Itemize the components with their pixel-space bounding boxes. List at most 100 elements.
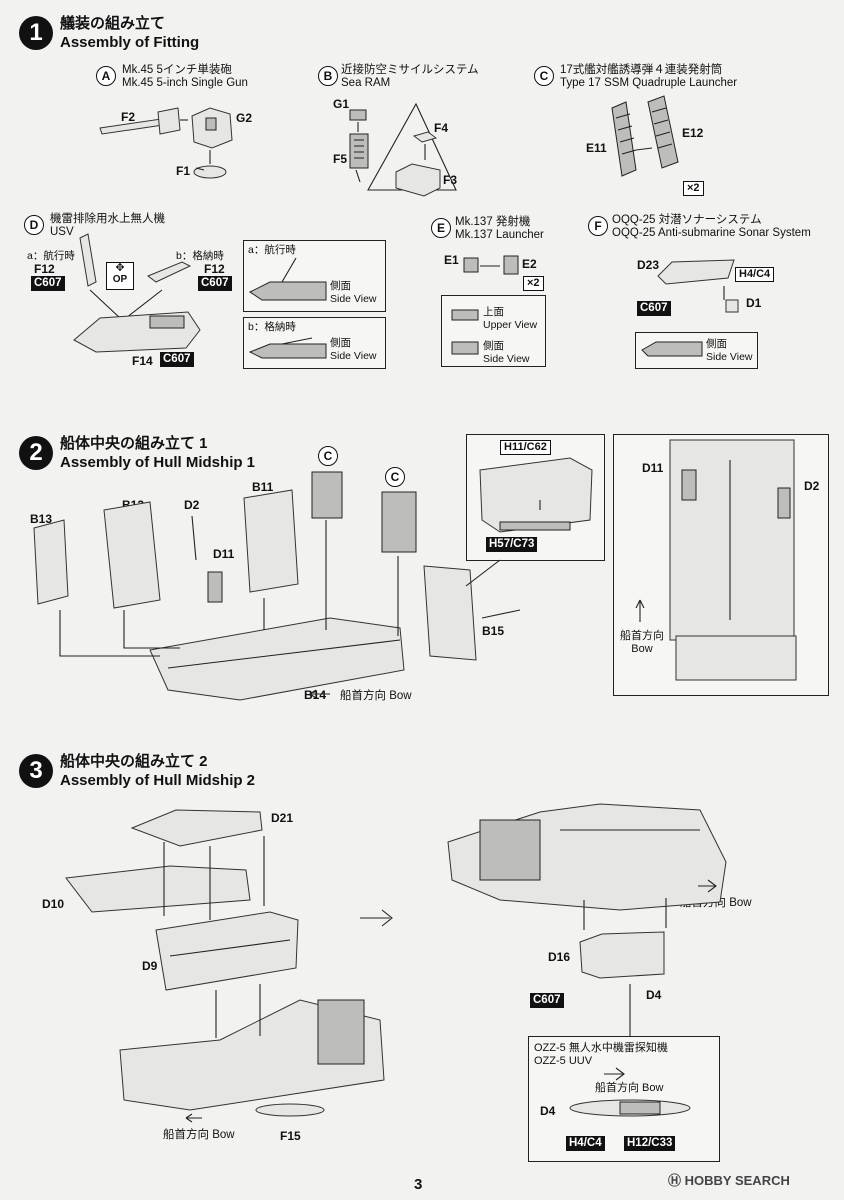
mk137-side-view: 側面 Side View bbox=[483, 340, 530, 366]
usv-view-b-side: 側面 Side View bbox=[330, 337, 377, 363]
usv-b-label: b：格納時 bbox=[176, 250, 224, 262]
paint-tag-h4-c4: H4/C4 bbox=[735, 267, 775, 282]
op-label: OP bbox=[112, 274, 128, 285]
uuv-label-jp: OZZ-5 無人水中機雷探知機 bbox=[534, 1042, 668, 1054]
usv-drawing-icon bbox=[73, 233, 327, 359]
qty-badge-e: ×2 bbox=[523, 276, 544, 291]
uuv-box bbox=[528, 1036, 720, 1162]
paint-tag-h11-c62: H11/C62 bbox=[500, 440, 551, 455]
detail-bow-en: Bow bbox=[631, 643, 653, 655]
part-e1: E1 bbox=[444, 253, 459, 267]
ssm-label-jp: 17式艦対艦誘導弾４連装発射筒 bbox=[560, 64, 723, 76]
mk137-label: Mk.137 発射機 Mk.137 Launcher bbox=[455, 216, 544, 242]
callout-f-icon: F bbox=[588, 216, 608, 236]
part-f14: F14 bbox=[132, 354, 153, 368]
paint-tag-c607-a: C607 bbox=[31, 276, 65, 291]
side-jp: 側面 bbox=[330, 337, 351, 349]
side-en: Side View bbox=[330, 293, 377, 305]
hobbysearch-watermark: Ⓗ HOBBY SEARCH bbox=[668, 1170, 790, 1189]
bow-direction-left: 船首方向 Bow bbox=[163, 1129, 235, 1141]
side-en: Side View bbox=[483, 353, 530, 365]
usv-label-en: USV bbox=[50, 226, 74, 238]
searam-drawing-icon bbox=[349, 102, 457, 197]
callout-e-icon: E bbox=[431, 218, 451, 238]
ssm-drawing-icon bbox=[611, 95, 679, 177]
part-d1: D1 bbox=[746, 296, 762, 310]
part-f12-a: F12 bbox=[34, 262, 55, 276]
step-3-title-en: Assembly of Hull Midship 2 bbox=[60, 772, 256, 789]
mk137-drawing-icon bbox=[451, 255, 519, 355]
direction-arrows-icon: ✥ bbox=[115, 262, 125, 274]
part-e12: E12 bbox=[682, 126, 704, 140]
side-jp: 側面 bbox=[706, 338, 727, 350]
part-d11: D11 bbox=[213, 547, 235, 561]
usv-view-a-side: 側面 Side View bbox=[330, 280, 377, 306]
sonar-label-en: OQQ-25 Anti-submarine Sonar System bbox=[612, 227, 811, 239]
searam-label-jp: 近接防空ミサイルシステム bbox=[341, 64, 479, 76]
part-d21: D21 bbox=[271, 811, 294, 825]
part-b13: B13 bbox=[30, 512, 53, 526]
paint-tag-h12-c33: H12/C33 bbox=[624, 1136, 676, 1151]
step-3-title: 船体中央の組み立て 2 Assembly of Hull Midship 2 bbox=[60, 752, 255, 790]
paint-tag-h57-c73: H57/C73 bbox=[486, 537, 538, 552]
part-d10: D10 bbox=[42, 897, 65, 911]
mk137-view-box bbox=[441, 295, 546, 367]
upper-jp: 上面 bbox=[483, 306, 504, 318]
usv-view-b-title: b：格納時 bbox=[248, 321, 296, 333]
mk137-label-en: Mk.137 Launcher bbox=[455, 229, 544, 241]
watermark-logo-icon: Ⓗ bbox=[668, 1173, 682, 1188]
upper-en: Upper View bbox=[483, 319, 538, 331]
paint-tag-c607-sonar: C607 bbox=[637, 301, 671, 316]
detail-part-d11: D11 bbox=[642, 461, 664, 475]
side-jp: 側面 bbox=[330, 280, 351, 292]
hull-midship-2-result-drawing-icon bbox=[447, 803, 727, 1036]
step-1-title-jp: 艤装の組み立て bbox=[60, 15, 166, 32]
paint-tag-c607-d16: C607 bbox=[530, 993, 564, 1008]
gun-label-en: Mk.45 5-inch Single Gun bbox=[122, 77, 248, 89]
side-en: Side View bbox=[706, 351, 753, 363]
step-1-title: 艤装の組み立て Assembly of Fitting bbox=[60, 14, 199, 52]
uuv-part-d4: D4 bbox=[540, 1104, 556, 1118]
step-3-title-jp: 船体中央の組み立て 2 bbox=[60, 753, 208, 770]
usv-label: 機雷排除用水上無人機 USV bbox=[50, 213, 165, 239]
op-icon: ✥ OP bbox=[106, 262, 134, 290]
gun-drawing-icon bbox=[99, 107, 233, 179]
detail-bow-direction: 船首方向 Bow bbox=[620, 630, 664, 656]
bow-direction-1: 船首方向 Bow bbox=[340, 690, 412, 702]
callout-c-icon-2: C bbox=[385, 467, 405, 487]
part-d9: D9 bbox=[142, 959, 158, 973]
searam-label-en: Sea RAM bbox=[341, 77, 391, 89]
mk137-label-jp: Mk.137 発射機 bbox=[455, 216, 531, 228]
step-3-number: 3 bbox=[19, 754, 53, 788]
step-2-number: 2 bbox=[19, 436, 53, 470]
sonar-side-view: 側面 Side View bbox=[706, 338, 753, 364]
uuv-drawing-icon bbox=[569, 1067, 691, 1117]
callout-d-icon: D bbox=[24, 215, 44, 235]
uuv-label-en: OZZ-5 UUV bbox=[534, 1055, 593, 1067]
ssm-label: 17式艦対艦誘導弾４連装発射筒 Type 17 SSM Quadruple La… bbox=[560, 64, 737, 90]
side-jp: 側面 bbox=[483, 340, 504, 352]
part-e11: E11 bbox=[586, 141, 607, 155]
part-d16: D16 bbox=[548, 950, 571, 964]
part-f2: F2 bbox=[121, 110, 136, 124]
part-f5: F5 bbox=[333, 152, 348, 166]
step-2-title-en: Assembly of Hull Midship 1 bbox=[60, 454, 256, 471]
part-g1: G1 bbox=[333, 97, 350, 111]
side-en: Side View bbox=[330, 350, 377, 362]
step-2-title: 船体中央の組み立て 1 Assembly of Hull Midship 1 bbox=[60, 434, 255, 472]
usv-view-b-box bbox=[243, 317, 386, 369]
gun-label: Mk.45 5インチ単装砲 Mk.45 5-inch Single Gun bbox=[122, 64, 248, 90]
part-d23: D23 bbox=[637, 258, 660, 272]
detail-part-d2: D2 bbox=[804, 479, 820, 493]
step-1-number: 1 bbox=[19, 16, 53, 50]
watermark-text: HOBBY SEARCH bbox=[684, 1173, 790, 1188]
part-f1: F1 bbox=[176, 164, 191, 178]
callout-c-icon-1: C bbox=[318, 446, 338, 466]
step-1-title-en: Assembly of Fitting bbox=[60, 34, 200, 51]
part-b11: B11 bbox=[252, 480, 274, 494]
part-d4: D4 bbox=[646, 988, 662, 1002]
part-d2: D2 bbox=[184, 498, 200, 512]
callout-a-icon: A bbox=[96, 66, 116, 86]
sonar-drawing-icon bbox=[641, 259, 739, 357]
part-f4: F4 bbox=[434, 121, 449, 135]
